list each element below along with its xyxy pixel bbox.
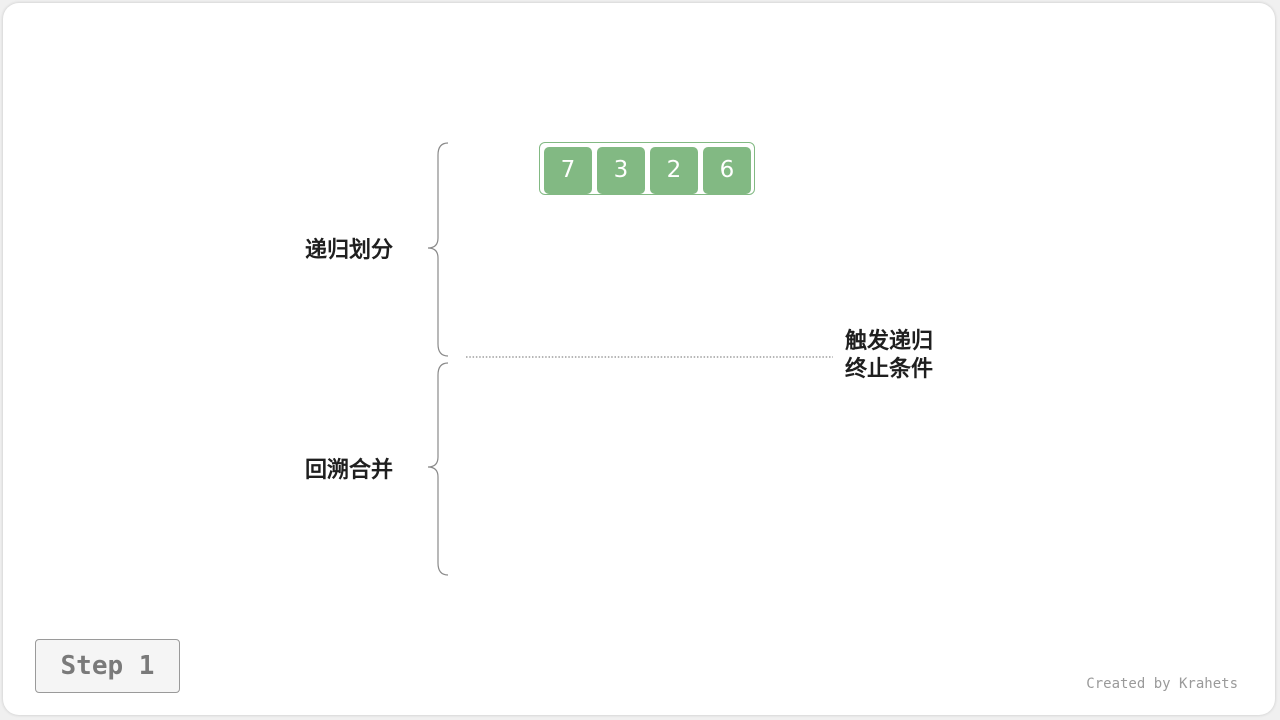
array-cell: 3 bbox=[597, 146, 645, 194]
array-cell: 2 bbox=[650, 146, 698, 194]
step-indicator: Step 1 bbox=[35, 639, 180, 693]
credit-text: Created by Krahets bbox=[1086, 676, 1238, 692]
divide-brace bbox=[427, 142, 449, 357]
array-container: 7 3 2 6 bbox=[539, 142, 755, 195]
array-cell: 7 bbox=[544, 146, 592, 194]
slide-card bbox=[3, 3, 1275, 715]
merge-label: 回溯合并 bbox=[305, 458, 394, 483]
divide-label: 递归划分 bbox=[305, 238, 394, 263]
termination-label-line2: 终止条件 bbox=[845, 357, 934, 382]
termination-label: 触发递归 终止条件 bbox=[845, 328, 933, 384]
termination-label-line1: 触发递归 bbox=[845, 329, 934, 354]
array-cell: 6 bbox=[703, 146, 751, 194]
merge-brace bbox=[427, 362, 449, 576]
